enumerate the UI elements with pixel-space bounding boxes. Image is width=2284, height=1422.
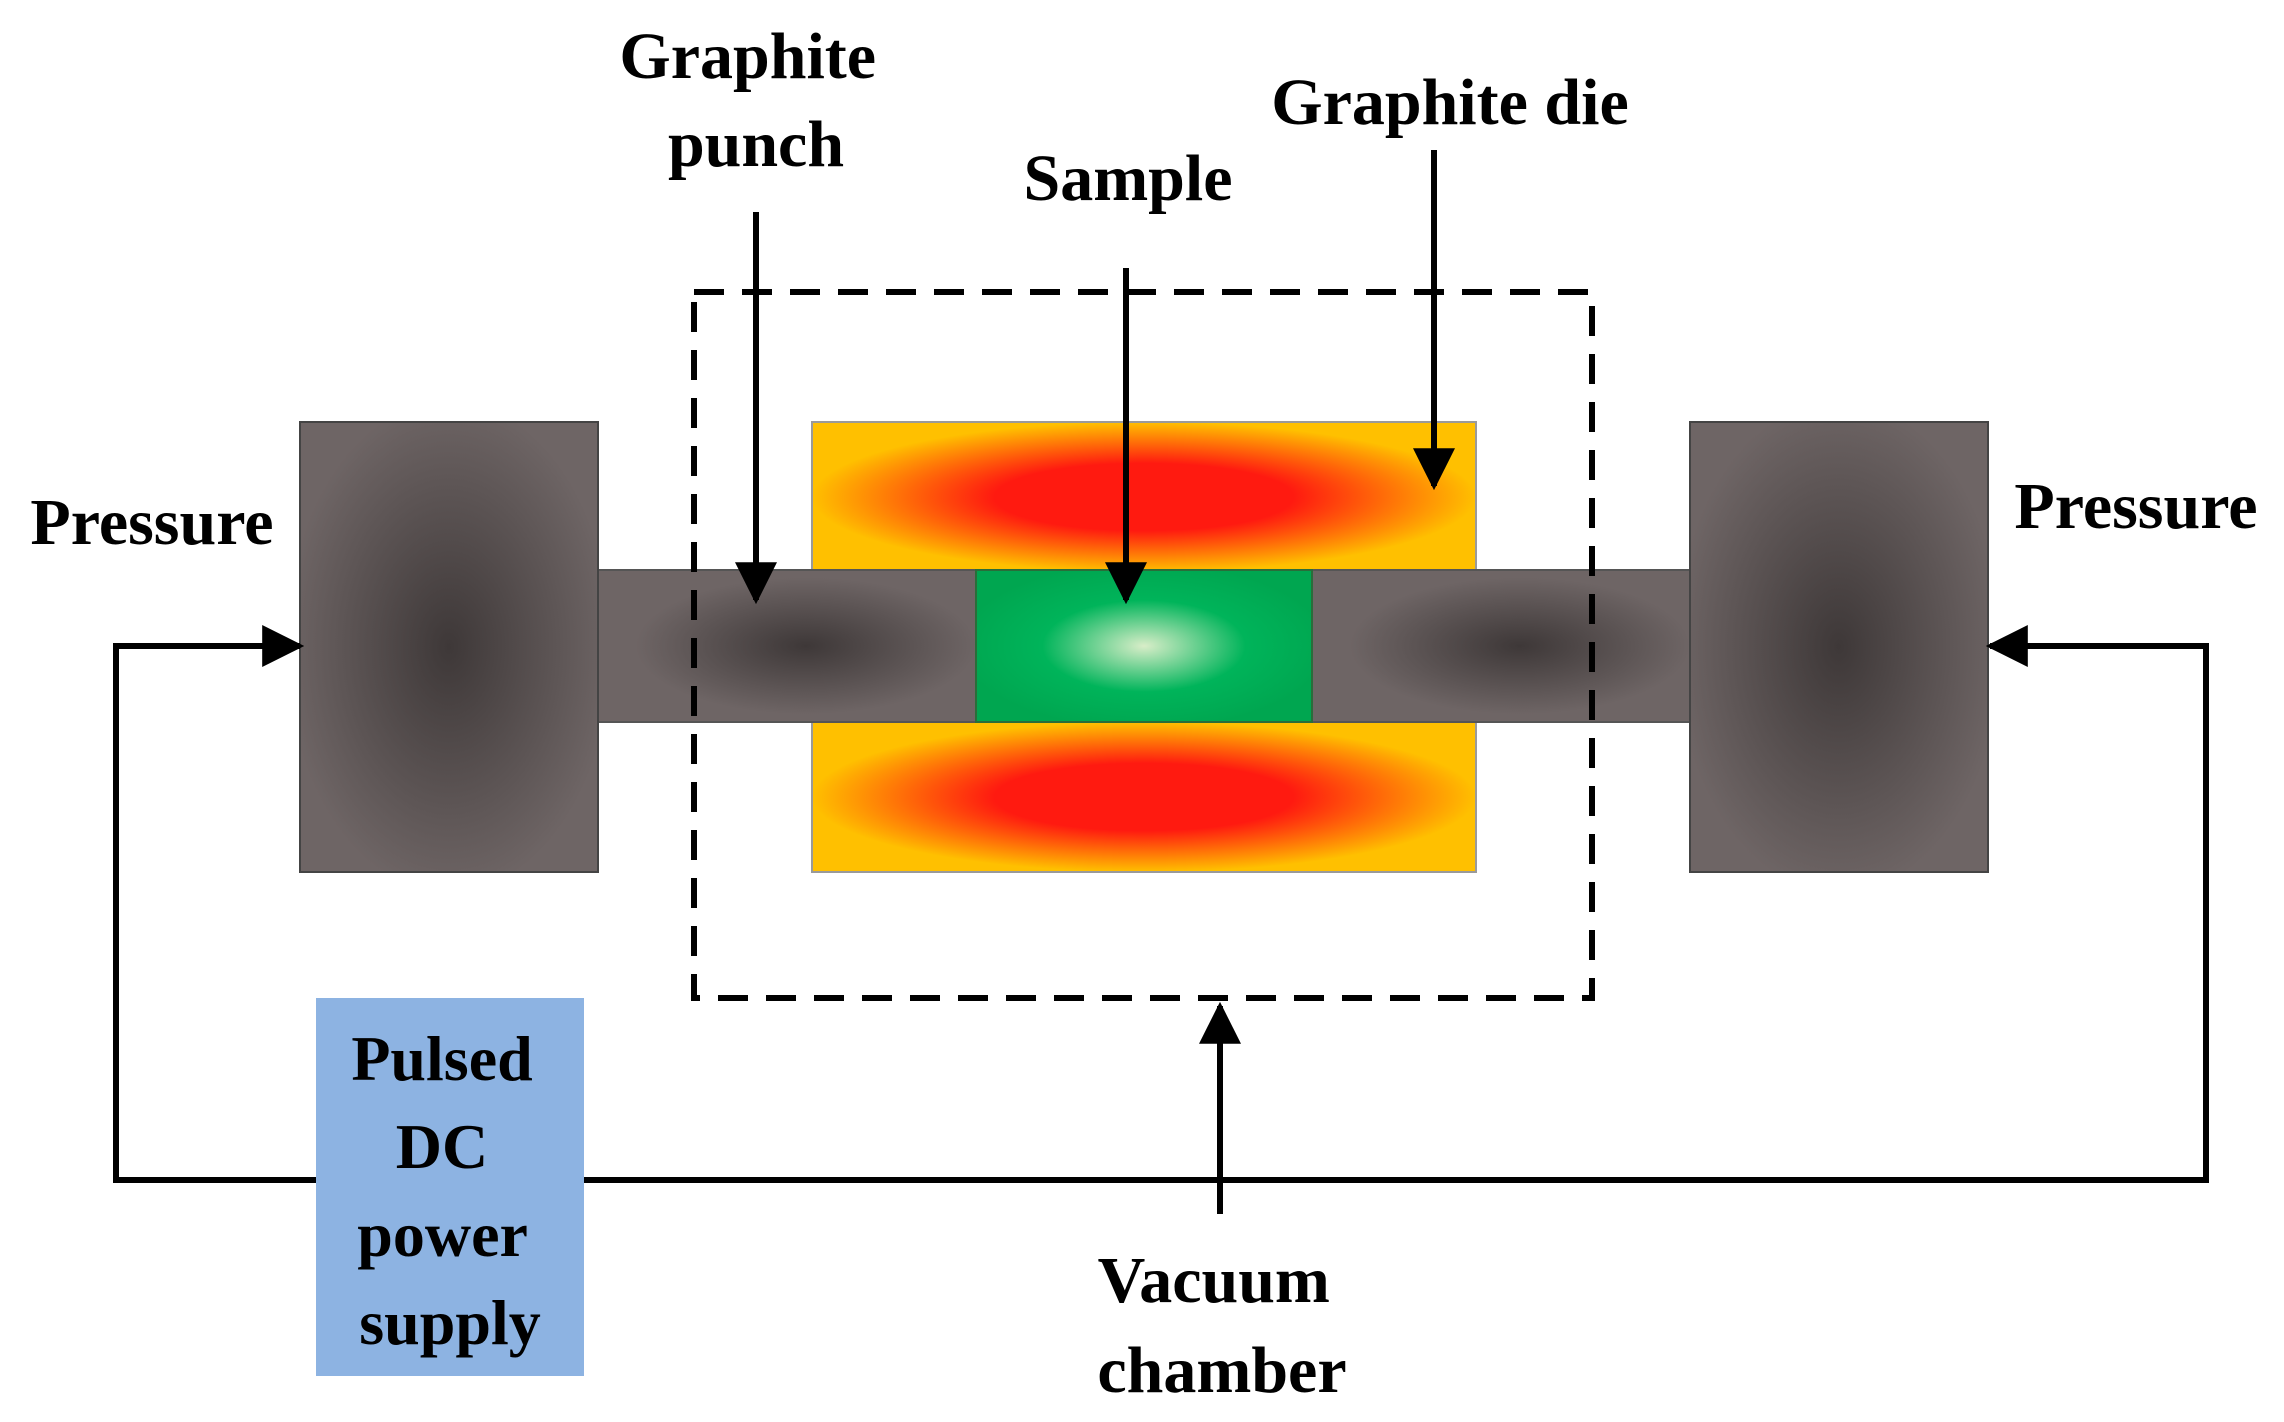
graphite-die-bottom [811, 721, 1477, 873]
graphite-punch-left [597, 569, 977, 723]
ram-right [1689, 421, 1989, 873]
label-vacuum-chamber: Vacuum chamber [1097, 1244, 1346, 1407]
label-graphite-die: Graphite die [1271, 66, 1629, 139]
label-pressure-left: Pressure [30, 486, 273, 559]
vacuum-chamber-outline [691, 289, 1595, 1001]
power-supply-box [316, 998, 584, 1376]
label-pressure-right: Pressure [2014, 470, 2257, 543]
graphite-die-top [811, 421, 1477, 573]
sample [975, 569, 1313, 723]
circuit-wire [113, 643, 2209, 1183]
graphite-punch-right [1311, 569, 1691, 723]
label-power-supply: Pulsed DC power supply [351, 1023, 548, 1358]
label-sample: Sample [1023, 142, 1232, 215]
ram-left [299, 421, 599, 873]
label-graphite-punch: Graphite punch [619, 20, 892, 181]
